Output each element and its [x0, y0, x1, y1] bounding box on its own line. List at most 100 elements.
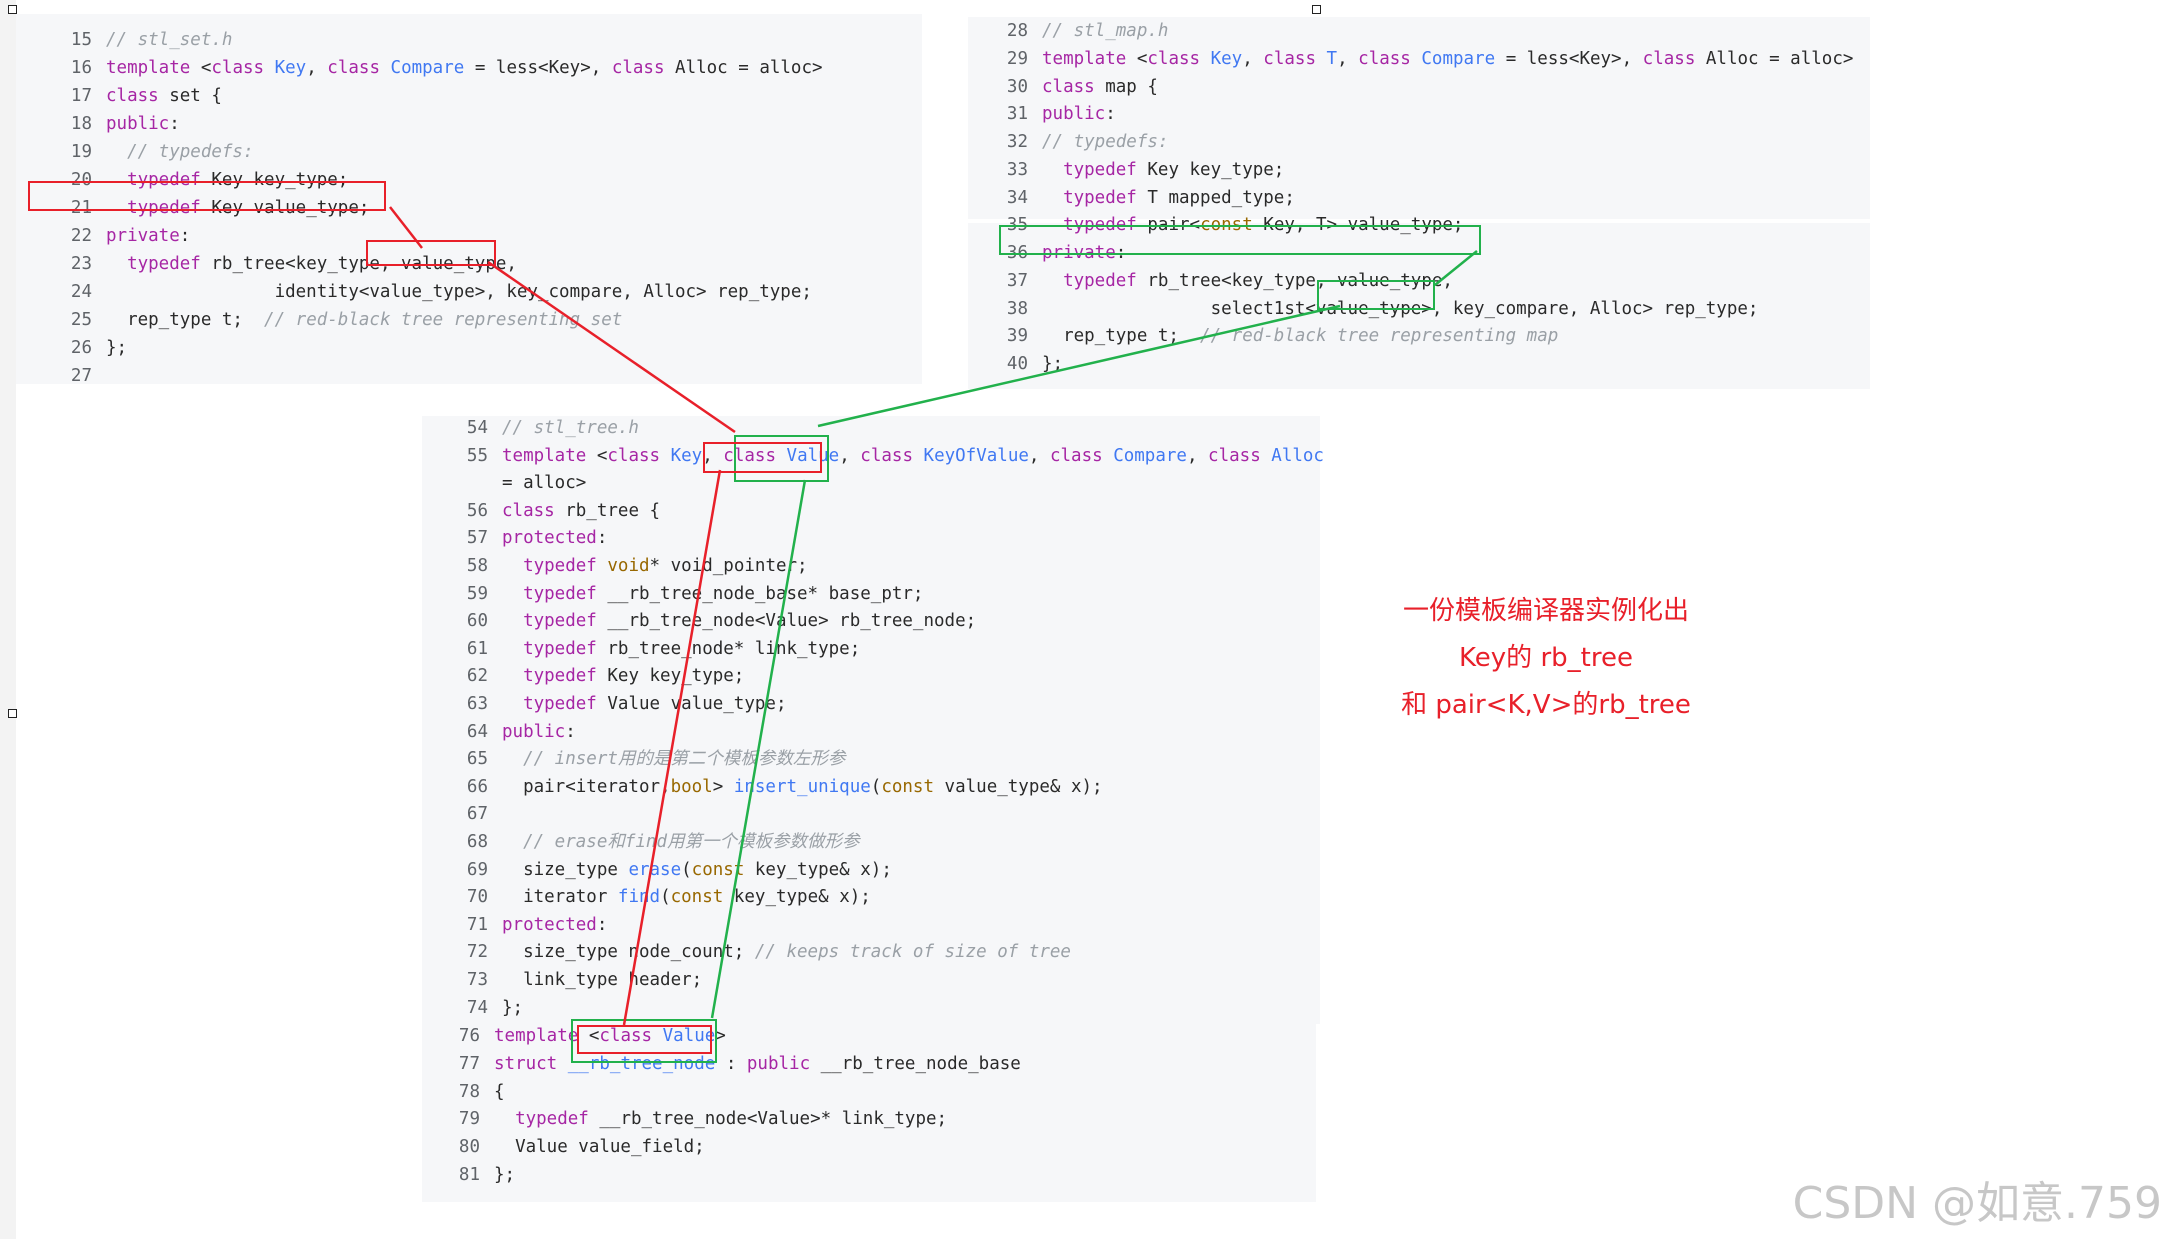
code-token: class: [723, 445, 776, 466]
code-token: = less<Key>,: [464, 58, 612, 78]
code-token: class: [1049, 445, 1103, 466]
code-token: iterator: [502, 887, 618, 908]
code-token: ,: [1186, 445, 1209, 466]
code-token: class: [106, 86, 159, 106]
code-token: = alloc>: [502, 473, 587, 494]
code-token: identity<value_type>, key_compare, Alloc…: [106, 282, 812, 302]
code-token: <: [190, 58, 212, 78]
line-number: 33: [1006, 159, 1028, 180]
code-token: public: [502, 721, 566, 742]
code-token: typedef: [1063, 159, 1137, 180]
code-line: 70 iterator find(const key_type& x);: [442, 883, 871, 911]
code-token: typedef: [523, 694, 597, 714]
code-token: public: [1042, 104, 1106, 125]
line-number: 17: [70, 86, 92, 106]
line-number: 26: [70, 338, 92, 358]
code-token: class: [327, 58, 380, 78]
code-token: Compare: [390, 58, 465, 78]
map-value-type-argument-box: [1317, 280, 1435, 310]
code-token: Key: [1210, 48, 1243, 69]
left-window-edge: [0, 0, 16, 1239]
line-number: 80: [458, 1137, 480, 1158]
code-token: typedef: [1063, 270, 1137, 291]
code-token: ,: [702, 445, 724, 466]
code-token: typedef: [127, 254, 201, 274]
line-number: 38: [1006, 298, 1028, 319]
code-token: // keeps track of size of tree: [754, 942, 1071, 963]
code-token: };: [1042, 354, 1064, 374]
code-line: 69 size_type erase(const key_type& x);: [442, 856, 892, 884]
map-connector-line-b: [817, 304, 1341, 428]
line-number: 37: [1006, 270, 1028, 291]
code-line: 20 typedef Key key_type;: [46, 166, 348, 194]
annotation-line-3: 和 pair<K,V>的rb_tree: [1401, 690, 1691, 720]
code-token: Value: [786, 445, 840, 466]
code-token: private: [106, 226, 180, 246]
node-class-value-red-box: [577, 1025, 712, 1054]
code-line: 26};: [46, 334, 127, 362]
code-token: __rb_tree_node_base: [810, 1053, 1021, 1074]
line-number: 60: [466, 611, 488, 632]
code-token: typedef: [523, 611, 597, 632]
line-number: 69: [466, 859, 488, 880]
code-line: 33 typedef Key key_type;: [982, 156, 1284, 184]
code-token: // insert用的是第二个模板参数左形参: [523, 749, 846, 770]
code-line: 81};: [442, 1161, 515, 1189]
line-number: 67: [466, 804, 488, 825]
code-token: class: [1147, 48, 1201, 69]
code-token: Alloc: [1271, 445, 1324, 466]
set-connector-line-b: [487, 260, 736, 434]
resize-handle-middle-left[interactable]: [8, 709, 17, 718]
code-token: Value value_field;: [494, 1137, 705, 1158]
set-connector-line-a: [389, 206, 423, 249]
line-number: 58: [466, 556, 488, 576]
code-token: };: [502, 997, 524, 1018]
code-token: :: [596, 528, 608, 549]
resize-handle-top-center[interactable]: [1312, 5, 1321, 14]
code-token: <: [1126, 48, 1148, 69]
line-number: 34: [1006, 187, 1028, 208]
code-line: 17 class set {: [46, 82, 222, 110]
code-line: 25 rep_type t; // red-black tree represe…: [46, 306, 622, 334]
line-number: 59: [466, 583, 488, 604]
code-token: T mapped_type;: [1136, 187, 1295, 208]
code-token: template: [502, 445, 587, 466]
line-number: 28: [1006, 21, 1028, 41]
code-token: typedef: [523, 638, 597, 659]
code-token: Key: [670, 445, 703, 466]
code-token: class: [860, 445, 913, 466]
annotation-line-1: 一份模板编译器实例化出: [1402, 596, 1689, 626]
code-line: 59 typedef __rb_tree_node_base* base_ptr…: [442, 580, 924, 608]
line-number: 65: [466, 749, 488, 770]
line-number: 22: [70, 226, 92, 246]
code-token: typedef: [523, 583, 597, 604]
code-token: >: [712, 776, 734, 797]
code-token: const: [881, 776, 935, 797]
line-number: 32: [1006, 132, 1028, 152]
line-number: 31: [1006, 104, 1028, 125]
code-token: typedef: [515, 1109, 589, 1130]
code-token: class: [1642, 48, 1696, 69]
code-token: typedef: [1063, 187, 1137, 208]
line-number: 27: [70, 366, 92, 386]
map-connector-line-a: [1434, 250, 1478, 286]
code-line: 66 pair<iterator,bool> insert_unique(con…: [442, 773, 1103, 801]
code-token: Alloc = alloc>: [1695, 48, 1854, 69]
code-token: size_type node_count;: [502, 942, 755, 963]
resize-handle-top-left[interactable]: [8, 5, 17, 14]
code-token: (: [681, 859, 692, 880]
code-token: template: [1042, 48, 1127, 69]
code-token: set {: [158, 86, 222, 106]
code-token: class: [599, 1026, 653, 1046]
code-line: 40};: [982, 350, 1063, 378]
line-number: 18: [70, 114, 92, 134]
code-token: link_type header;: [502, 970, 703, 990]
code-line: 62 typedef Key key_type;: [442, 662, 744, 690]
line-number: 61: [466, 638, 488, 659]
line-number: 29: [1006, 48, 1028, 69]
node-class-value-green-box: [571, 1019, 717, 1063]
